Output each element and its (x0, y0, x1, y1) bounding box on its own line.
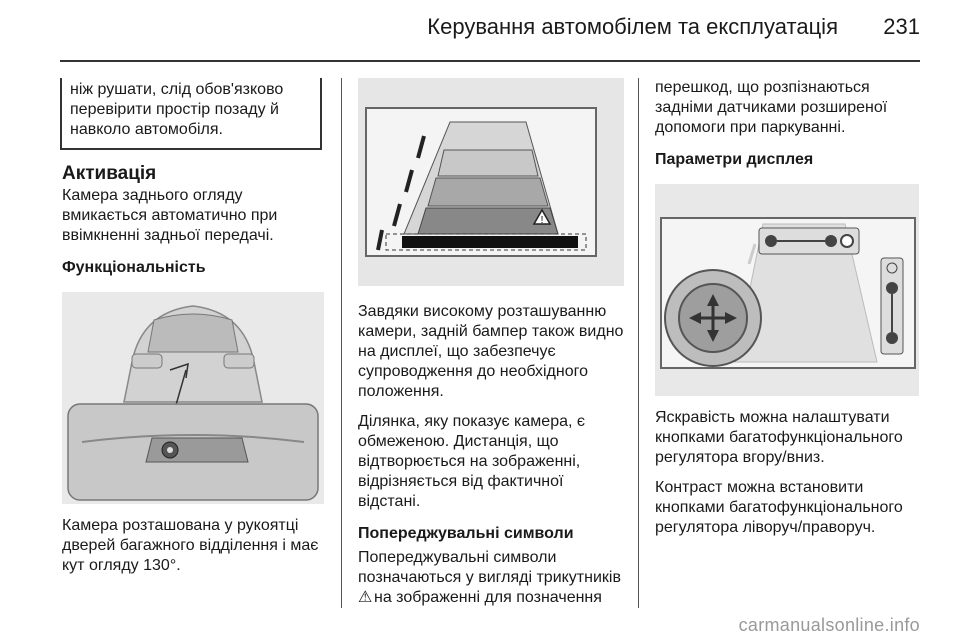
column-1: ніж рушати, слід обов'язково перевірити … (60, 78, 324, 586)
paragraph-brightness: Яскравість можна налаштувати кнопками ба… (655, 409, 903, 466)
paragraph-warning-symbols-a: Попереджувальні символи позначаються у в… (358, 549, 621, 586)
warning-box-text: ніж рушати, слід обов'язково перевірити … (70, 81, 284, 138)
paragraph-obstacles: перешкод, що розпізнаються задніми датчи… (655, 79, 888, 136)
paragraph-area: Ділянка, яку показує камера, є обмеженою… (358, 413, 586, 510)
footer-watermark: carmanualsonline.info (738, 615, 920, 635)
heading-display-settings: Параметри дисплея (655, 151, 814, 168)
display-settings-figure (655, 184, 919, 396)
direction-arrows-icon (689, 294, 737, 342)
contrast-icon (840, 234, 854, 248)
paragraph-activation: Камера заднього огляду вмикається автома… (62, 187, 278, 244)
header-title: Керування автомобілем та експлуатація (427, 14, 838, 39)
heading-warning-symbols: Попереджувальні символи (358, 525, 574, 542)
warning-box: ніж рушати, слід обов'язково перевірити … (60, 78, 322, 150)
page-number: 231 (883, 14, 920, 39)
column-2: ! Завдяки високому розташуванню камери, … (358, 78, 624, 618)
car-rear-illustration (62, 292, 324, 504)
svg-text:!: ! (541, 215, 544, 226)
display-settings-illustration (655, 184, 919, 396)
heading-functionality: Функціональність (62, 259, 206, 276)
camera-location-figure (62, 292, 324, 504)
paragraph-camera-location: Камера розташована у рукоятці дверей баг… (62, 517, 319, 574)
column-divider (341, 78, 342, 608)
rear-view-display-illustration: ! (358, 78, 624, 286)
paragraph-warning-symbols-b: на зображенні для позначення (374, 589, 602, 606)
column-3: перешкод, що розпізнаються задніми датчи… (655, 78, 919, 548)
contrast-minus-icon (765, 235, 777, 247)
paragraph-view: Завдяки високому розташуванню камери, за… (358, 303, 624, 400)
heading-activation: Активація (62, 163, 157, 184)
header-rule (60, 60, 920, 62)
rear-view-display-figure: ! (358, 78, 624, 286)
warning-triangle-icon (532, 208, 552, 225)
brightness-icon (886, 262, 898, 274)
column-divider (638, 78, 639, 608)
paragraph-warning-symbols: Попереджувальні символи позначаються у в… (358, 548, 624, 608)
page-header: Керування автомобілем та експлуатація 23… (0, 0, 960, 62)
paragraph-contrast: Контраст можна встановити кнопками багат… (655, 479, 903, 536)
warning-triangle-icon: ⚠ (358, 589, 373, 606)
